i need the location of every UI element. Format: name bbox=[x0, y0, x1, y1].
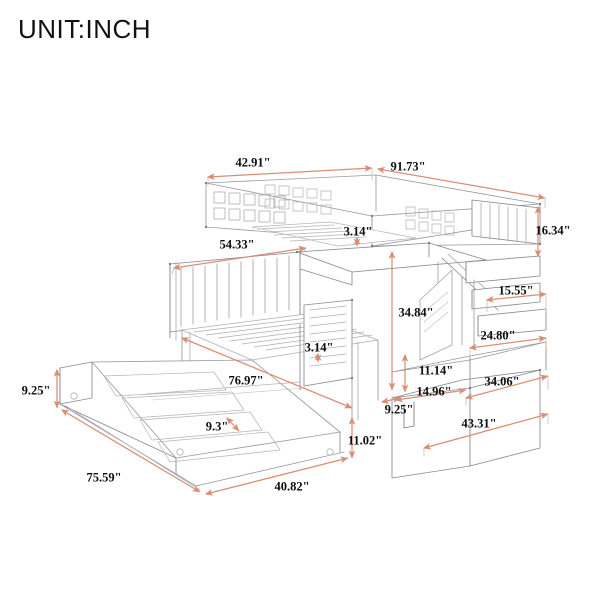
dimension-label-overall-length: 91.73" bbox=[390, 159, 426, 174]
dimension-label-top-bunk-width: 42.91" bbox=[235, 155, 271, 170]
furniture-linework bbox=[59, 174, 547, 491]
dimline-trundle-slat-gap bbox=[226, 417, 240, 432]
dimension-label-lower-slat-gap: 3.14" bbox=[304, 340, 334, 355]
dimension-label-trundle-slat-gap: 9.3" bbox=[205, 419, 229, 434]
under-stair-storage bbox=[391, 341, 547, 479]
dimension-label-stair-riser-height: 11.14" bbox=[418, 363, 454, 378]
dimension-label-trundle-side-height: 9.25" bbox=[21, 383, 51, 398]
dimension-label-stair-run-length: 24.80" bbox=[480, 328, 516, 343]
dimension-label-overall-height: 34.84" bbox=[398, 305, 434, 320]
dimline-storage-step-height bbox=[380, 396, 401, 404]
dimension-label-drawer-box-width: 34.06" bbox=[484, 374, 520, 389]
dimline-stair-run-length bbox=[468, 335, 547, 351]
dimline-storage-base-length bbox=[422, 412, 549, 450]
dimension-label-lower-bunk-width: 54.33" bbox=[219, 237, 255, 252]
dimension-label-stair-tread-depth: 15.55" bbox=[498, 283, 534, 298]
dimension-label-storage-base-length: 43.31" bbox=[461, 416, 497, 431]
dimension-label-upper-slat-gap: 3.14" bbox=[343, 224, 373, 239]
dimension-label-drawer-front-height: 14.96" bbox=[416, 384, 452, 399]
page-title: UNIT:INCH bbox=[18, 14, 152, 44]
dimline-stair-tread-depth bbox=[485, 291, 547, 303]
dimline-overall-length bbox=[376, 166, 546, 201]
dimension-label-clearance-height: 11.02" bbox=[347, 433, 383, 448]
dimension-label-storage-step-height: 9.25" bbox=[384, 402, 414, 417]
dimline-lower-bunk-length bbox=[180, 337, 353, 409]
upper-bunk-slats bbox=[251, 221, 417, 247]
dimension-label-stair-rail-height: 16.34" bbox=[535, 223, 571, 238]
dimline-trundle-width bbox=[204, 456, 349, 496]
dimline-lower-bunk-width bbox=[172, 245, 307, 271]
dimline-trundle-length bbox=[60, 409, 201, 493]
dimline-drawer-box-width bbox=[464, 374, 549, 400]
dimension-label-trundle-width: 40.82" bbox=[274, 479, 310, 494]
dimension-lines bbox=[53, 165, 549, 496]
dimline-top-bunk-width bbox=[206, 165, 373, 181]
dimline-drawer-front-height bbox=[394, 387, 467, 403]
dimension-label-trundle-length: 75.59" bbox=[86, 470, 122, 485]
dimension-label-lower-bunk-length: 76.97" bbox=[228, 373, 264, 388]
